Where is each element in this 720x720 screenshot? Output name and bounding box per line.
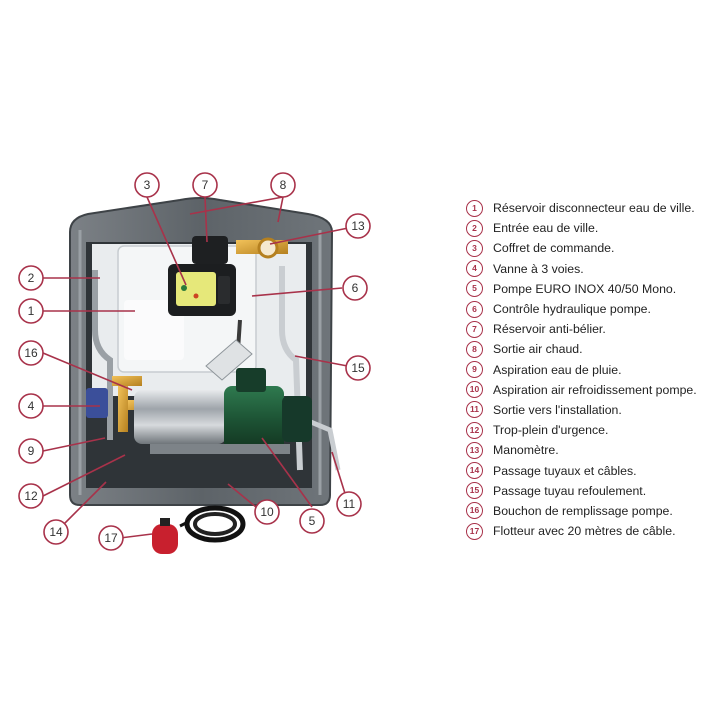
legend-item: 1 Réservoir disconnecteur eau de ville. [466, 198, 716, 218]
legend-number: 4 [466, 260, 483, 278]
legend-number: 5 [466, 280, 483, 298]
legend-text: Coffret de commande. [493, 241, 615, 256]
legend-item: 14 Passage tuyaux et câbles. [466, 460, 716, 480]
legend-number: 16 [466, 502, 483, 520]
float-switch [152, 505, 246, 554]
legend-number: 1 [466, 199, 483, 217]
legend-text: Vanne à 3 voies. [493, 261, 584, 276]
legend-item: 10 Aspiration air refroidissement pompe. [466, 380, 716, 400]
legend-number: 15 [466, 482, 483, 500]
legend-item: 3 Coffret de commande. [466, 238, 716, 258]
legend-item: 11 Sortie vers l'installation. [466, 400, 716, 420]
legend-text: Sortie air chaud. [493, 342, 583, 357]
callout-16: 16 [18, 340, 44, 366]
legend-number: 7 [466, 320, 483, 338]
legend-item: 5 Pompe EURO INOX 40/50 Mono. [466, 279, 716, 299]
svg-text:9: 9 [28, 444, 35, 458]
legend-text: Passage tuyau refoulement. [493, 483, 647, 498]
svg-text:12: 12 [24, 489, 38, 503]
svg-text:5: 5 [309, 514, 316, 528]
callout-7: 7 [192, 172, 218, 198]
legend-item: 17 Flotteur avec 20 mètres de câble. [466, 521, 716, 541]
legend-item: 9 Aspiration eau de pluie. [466, 360, 716, 380]
legend-text: Flotteur avec 20 mètres de câble. [493, 524, 676, 539]
legend-number: 13 [466, 441, 483, 459]
leader-lines [42, 196, 359, 539]
svg-text:3: 3 [144, 178, 151, 192]
callout-2: 2 [18, 265, 44, 291]
legend-text: Entrée eau de ville. [493, 221, 599, 236]
svg-text:11: 11 [343, 497, 356, 511]
legend-text: Aspiration air refroidissement pompe. [493, 382, 697, 397]
legend-text: Trop-plein d'urgence. [493, 423, 609, 438]
svg-text:4: 4 [28, 399, 35, 413]
legend-text: Pompe EURO INOX 40/50 Mono. [493, 281, 677, 296]
legend-item: 16 Bouchon de remplissage pompe. [466, 501, 716, 521]
callout-14: 14 [43, 519, 69, 545]
legend-text: Bouchon de remplissage pompe. [493, 503, 673, 518]
svg-text:7: 7 [202, 178, 209, 192]
legend-number: 14 [466, 462, 483, 480]
control-box [168, 264, 236, 316]
legend-number: 10 [466, 381, 483, 399]
svg-text:17: 17 [104, 531, 118, 545]
legend-item: 13 Manomètre. [466, 440, 716, 460]
legend-item: 7 Réservoir anti-bélier. [466, 319, 716, 339]
callout-12: 12 [18, 483, 44, 509]
legend-text: Contrôle hydraulique pompe. [493, 302, 651, 317]
callout-3: 3 [134, 172, 160, 198]
svg-text:1: 1 [28, 304, 35, 318]
pump [134, 368, 312, 454]
callout-6: 6 [342, 275, 368, 301]
legend-item: 12 Trop-plein d'urgence. [466, 420, 716, 440]
callout-11: 11 [336, 491, 362, 517]
legend-item: 8 Sortie air chaud. [466, 339, 716, 359]
svg-text:15: 15 [351, 361, 365, 375]
legend-number: 2 [466, 219, 483, 237]
legend-item: 15 Passage tuyau refoulement. [466, 481, 716, 501]
legend-item: 6 Contrôle hydraulique pompe. [466, 299, 716, 319]
legend-item: 4 Vanne à 3 voies. [466, 259, 716, 279]
legend-text: Réservoir disconnecteur eau de ville. [493, 201, 695, 216]
legend-number: 6 [466, 300, 483, 318]
callout-1: 1 [18, 298, 44, 324]
callout-4: 4 [18, 393, 44, 419]
svg-text:13: 13 [351, 219, 365, 233]
legend-item: 2 Entrée eau de ville. [466, 218, 716, 238]
svg-text:6: 6 [352, 281, 359, 295]
svg-text:2: 2 [28, 271, 35, 285]
legend-number: 11 [466, 401, 483, 419]
legend-number: 12 [466, 421, 483, 439]
anti-hammer-tank [205, 339, 253, 381]
svg-text:14: 14 [49, 525, 63, 539]
svg-text:10: 10 [260, 505, 274, 519]
svg-text:16: 16 [24, 346, 38, 360]
three-way-valve [86, 388, 108, 418]
callout-9: 9 [18, 438, 44, 464]
manometer [257, 237, 279, 259]
callout-5: 5 [299, 508, 325, 534]
svg-text:8: 8 [280, 178, 287, 192]
callout-8: 8 [270, 172, 296, 198]
callout-10: 10 [254, 499, 280, 525]
legend-text: Réservoir anti-bélier. [493, 322, 606, 337]
callout-15: 15 [345, 355, 371, 381]
legend-text: Passage tuyaux et câbles. [493, 463, 637, 478]
legend-number: 8 [466, 340, 483, 358]
legend-list: 1 Réservoir disconnecteur eau de ville. 2… [466, 198, 716, 541]
legend-text: Sortie vers l'installation. [493, 402, 622, 417]
legend-text: Manomètre. [493, 443, 559, 458]
legend-number: 3 [466, 239, 483, 257]
callout-13: 13 [345, 213, 371, 239]
callout-17: 17 [98, 525, 124, 551]
legend-text: Aspiration eau de pluie. [493, 362, 622, 377]
legend-number: 17 [466, 522, 483, 540]
legend-number: 9 [466, 361, 483, 379]
